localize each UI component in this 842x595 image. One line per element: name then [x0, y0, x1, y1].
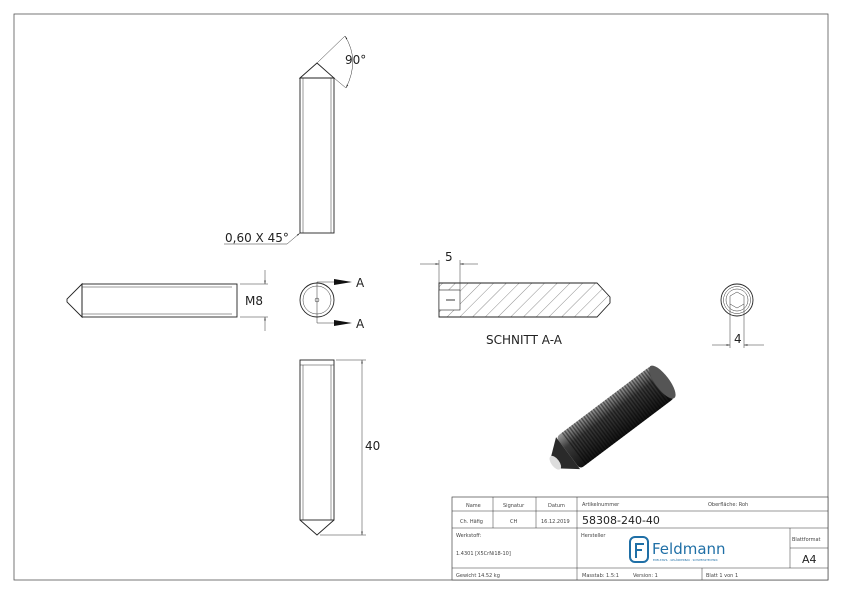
- socket-end-view: 4: [712, 283, 764, 348]
- article-number: 58308-240-40: [582, 514, 660, 527]
- weight-value: Gewicht 14.52 kg: [456, 573, 500, 579]
- version-value: Version: 1: [633, 573, 658, 579]
- feldmann-logo: Feldmann EDELSTAHL · GELÄNDERBAU · SCHWE…: [629, 536, 726, 563]
- date-value: 16.12.2019: [541, 519, 570, 525]
- section-title: SCHNITT A-A: [486, 333, 563, 347]
- end-view-section-marker: A A: [299, 276, 365, 331]
- section-marker-top: A: [356, 276, 365, 290]
- length-label: 40: [365, 439, 380, 453]
- name-value: Ch. Häfig: [460, 519, 483, 525]
- side-view: M8: [66, 270, 268, 331]
- manufacturer-header: Hersteller: [581, 533, 606, 539]
- chamfer-label: 0,60 X 45°: [225, 231, 289, 245]
- scale-value: Masstab: 1.5:1: [582, 573, 619, 579]
- socket-size-label: 4: [734, 332, 742, 346]
- isometric-3d-render: [549, 365, 676, 470]
- sheet-border: [13, 13, 829, 581]
- top-view: 90° 0,60 X 45°: [224, 35, 366, 245]
- section-view: 5 SCHNITT A-A: [420, 250, 611, 347]
- angle-label: 90°: [345, 53, 366, 67]
- section-marker-bottom: A: [356, 317, 365, 331]
- logo-tagline: EDELSTAHL · GELÄNDERBAU · SCHWEISSTECHNI…: [653, 557, 718, 562]
- date-header: Datum: [548, 503, 565, 509]
- article-header: Artikelnummer: [582, 502, 620, 508]
- thread-label: M8: [245, 294, 263, 308]
- sheet-value: Blatt 1 von 1: [706, 573, 738, 579]
- signature-value: CH: [510, 519, 517, 525]
- socket-depth-label: 5: [445, 250, 453, 264]
- format-value: A4: [802, 553, 817, 566]
- format-header: Blattformat: [792, 537, 821, 543]
- logo-text: Feldmann: [652, 540, 726, 558]
- signature-header: Signatur: [503, 503, 525, 509]
- material-value: 1.4301 [X5CrNi18-10]: [456, 551, 511, 557]
- title-block: Name Signatur Datum Ch. Häfig CH 16.12.2…: [451, 496, 829, 581]
- name-header: Name: [466, 503, 481, 509]
- material-header: Werkstoff:: [456, 533, 482, 539]
- surface-value: Oberfläche: Roh: [708, 502, 748, 508]
- bottom-view: 40: [299, 359, 380, 536]
